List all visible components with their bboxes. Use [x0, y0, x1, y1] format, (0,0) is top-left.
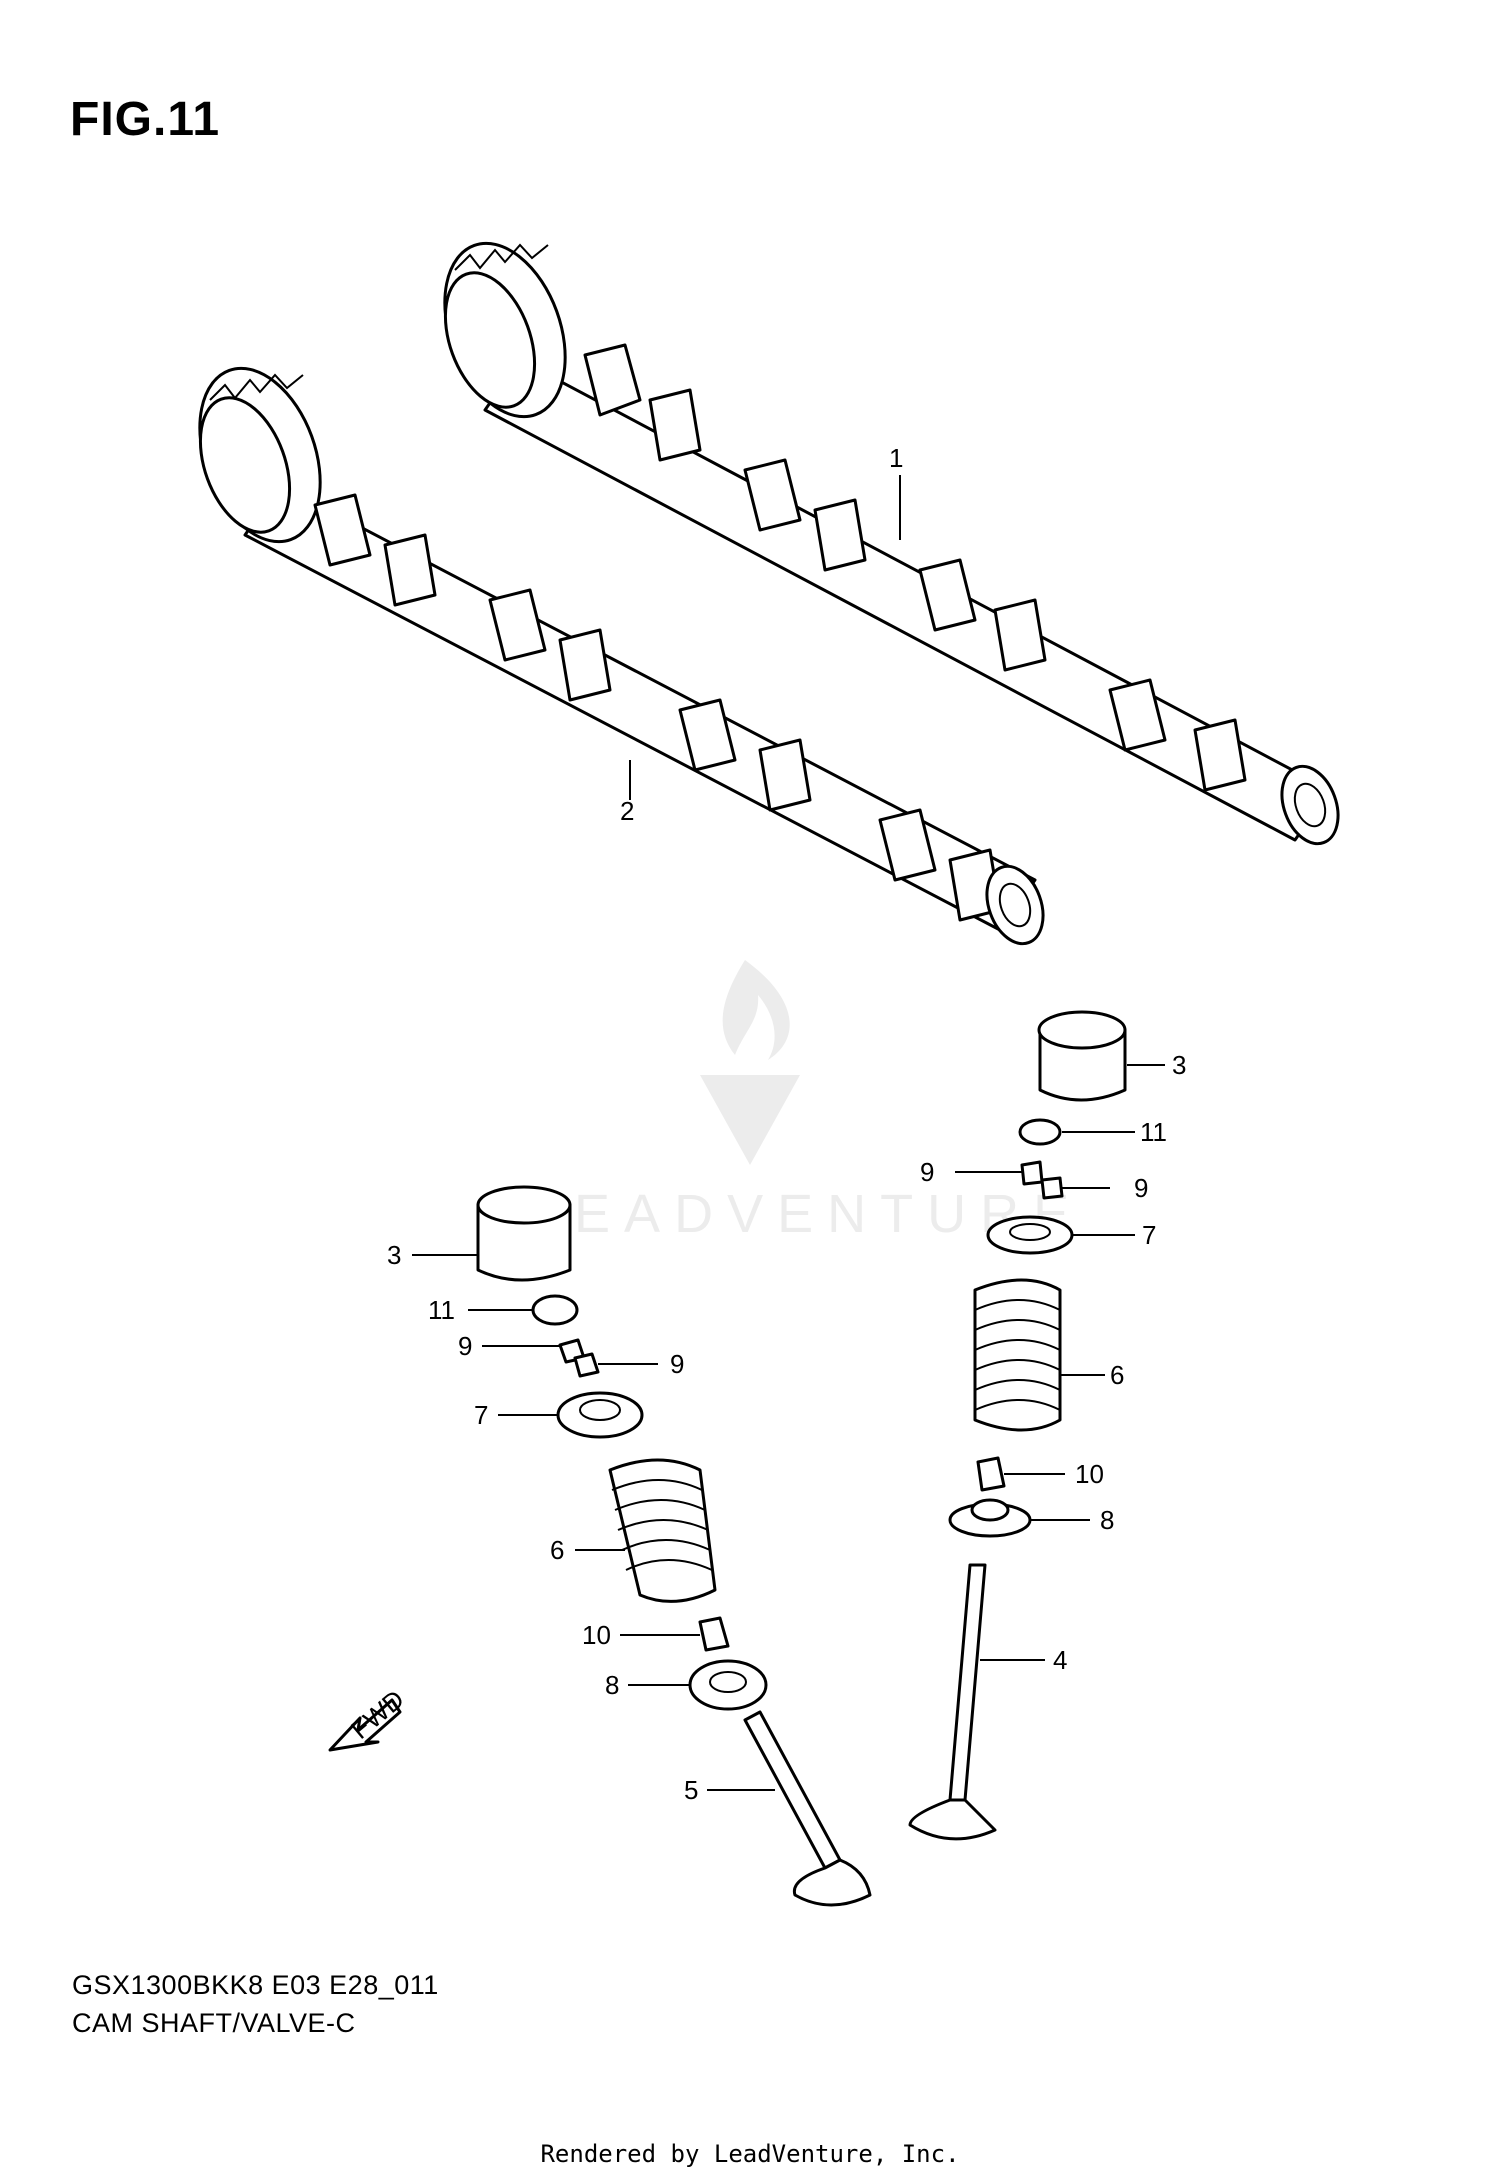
callout-11-right[interactable]: 11 [1140, 1117, 1167, 1147]
watermark-text: LEADVENTURE [530, 1184, 1084, 1244]
callouts: 1 2 3 11 9 9 7 6 10 8 4 3 11 9 9 7 6 10 … [387, 443, 1186, 1805]
callout-9-right-b[interactable]: 9 [1134, 1173, 1148, 1203]
cotter-left[interactable] [558, 1338, 600, 1378]
valve-right[interactable] [908, 1563, 997, 1841]
callout-6-left[interactable]: 6 [550, 1535, 564, 1565]
cotter-right[interactable] [1020, 1160, 1064, 1200]
callout-1[interactable]: 1 [889, 443, 903, 473]
callout-7-right[interactable]: 7 [1142, 1220, 1156, 1250]
callout-8-left[interactable]: 8 [605, 1670, 619, 1700]
spring-left[interactable] [608, 1458, 717, 1603]
callout-3-left[interactable]: 3 [387, 1240, 401, 1270]
callout-10-right[interactable]: 10 [1075, 1459, 1104, 1489]
tappet-left[interactable] [476, 1185, 572, 1282]
retainer-left[interactable] [556, 1391, 644, 1439]
section-name: CAM SHAFT/VALVE-C [72, 2008, 356, 2038]
camshaft-2[interactable] [178, 352, 1054, 952]
callout-4[interactable]: 4 [1053, 1645, 1067, 1675]
leader-lines [412, 475, 1165, 1791]
shim-left[interactable] [531, 1294, 579, 1326]
fwd-arrow-icon: FWD [328, 1684, 410, 1752]
valve-left[interactable] [743, 1710, 872, 1907]
callout-3-right[interactable]: 3 [1172, 1050, 1186, 1080]
tappet-right[interactable] [1037, 1010, 1127, 1102]
model-code: GSX1300BKK8 E03 E28_011 [72, 1970, 439, 2000]
cam-lobes-1 [583, 343, 1247, 792]
callout-11-left[interactable]: 11 [428, 1295, 455, 1325]
callout-10-left[interactable]: 10 [582, 1620, 611, 1650]
seal-left[interactable] [698, 1616, 730, 1652]
callout-7-left[interactable]: 7 [474, 1400, 488, 1430]
watermark-logo [700, 960, 800, 1165]
retainer-right[interactable] [986, 1215, 1074, 1255]
seat-left[interactable] [688, 1659, 768, 1711]
callout-2[interactable]: 2 [620, 796, 634, 826]
seal-right[interactable] [976, 1456, 1006, 1492]
cam-lobes-2 [313, 493, 1002, 922]
callout-6-right[interactable]: 6 [1110, 1360, 1124, 1390]
seat-right[interactable] [948, 1498, 1032, 1538]
callout-8-right[interactable]: 8 [1100, 1505, 1114, 1535]
callout-9-right-a[interactable]: 9 [920, 1157, 934, 1187]
callout-5[interactable]: 5 [684, 1775, 698, 1805]
spring-right[interactable] [973, 1278, 1062, 1432]
camshaft-1[interactable] [423, 227, 1349, 852]
figure-title: FIG.11 [70, 93, 221, 146]
callout-9-left-b[interactable]: 9 [670, 1349, 684, 1379]
callout-9-left-a[interactable]: 9 [458, 1331, 472, 1361]
shim-right[interactable] [1018, 1118, 1062, 1146]
rendered-by-credit: Rendered by LeadVenture, Inc. [540, 2140, 960, 2168]
